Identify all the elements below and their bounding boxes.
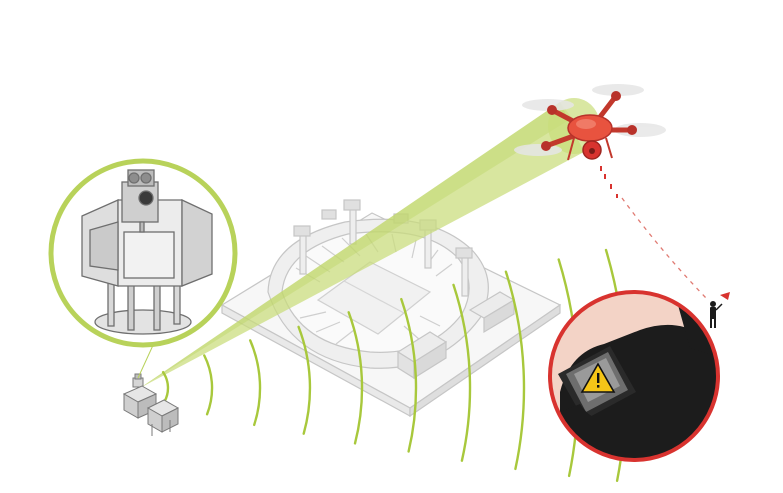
rf-signal-wave-icon: [203, 354, 214, 416]
rf-signal-wave-icon: [452, 283, 472, 462]
operator-icon: [710, 292, 730, 328]
rf-signal-wave-icon: [297, 325, 312, 435]
drone-icon: [514, 84, 666, 198]
operator-alert-inset: [548, 290, 720, 462]
rf-signal-wave-icon: [347, 311, 364, 445]
detection-sensor-icon: [122, 373, 180, 436]
rf-signal-wave-icon: [400, 297, 418, 453]
warning-icon: [580, 362, 616, 393]
rf-signal-wave-icon: [249, 339, 262, 427]
control-link: [621, 197, 707, 299]
rf-signal-wave-icon: [161, 371, 170, 403]
sensor-closeup-inset: [48, 158, 238, 348]
rf-signal-wave-icon: [504, 270, 526, 471]
